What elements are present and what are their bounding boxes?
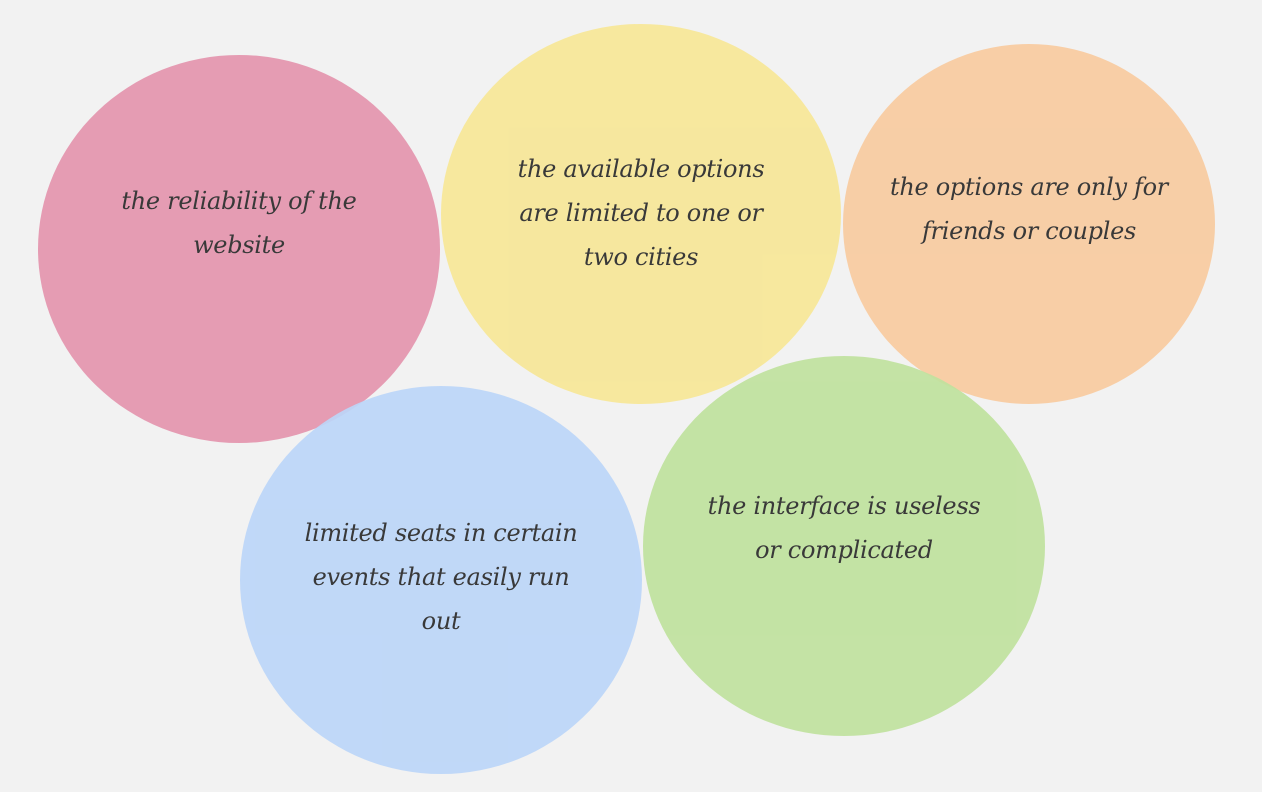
bubble-interface-label: the interface is useless or complicated xyxy=(707,492,981,564)
bubble-reliability-label: the reliability of the website xyxy=(121,187,357,259)
bubble-limited-cities-label: the available options are limited to one… xyxy=(517,155,765,271)
bubble-friends-couples: the options are only for friends or coup… xyxy=(843,44,1215,404)
bubble-limited-seats: limited seats in certain events that eas… xyxy=(240,386,642,774)
bubble-friends-couples-label: the options are only for friends or coup… xyxy=(890,173,1168,245)
bubble-reliability: the reliability of the website xyxy=(38,55,440,443)
bubble-limited-seats-label: limited seats in certain events that eas… xyxy=(304,519,578,635)
bubble-interface: the interface is useless or complicated xyxy=(643,356,1045,736)
bubble-limited-cities: the available options are limited to one… xyxy=(441,24,841,404)
